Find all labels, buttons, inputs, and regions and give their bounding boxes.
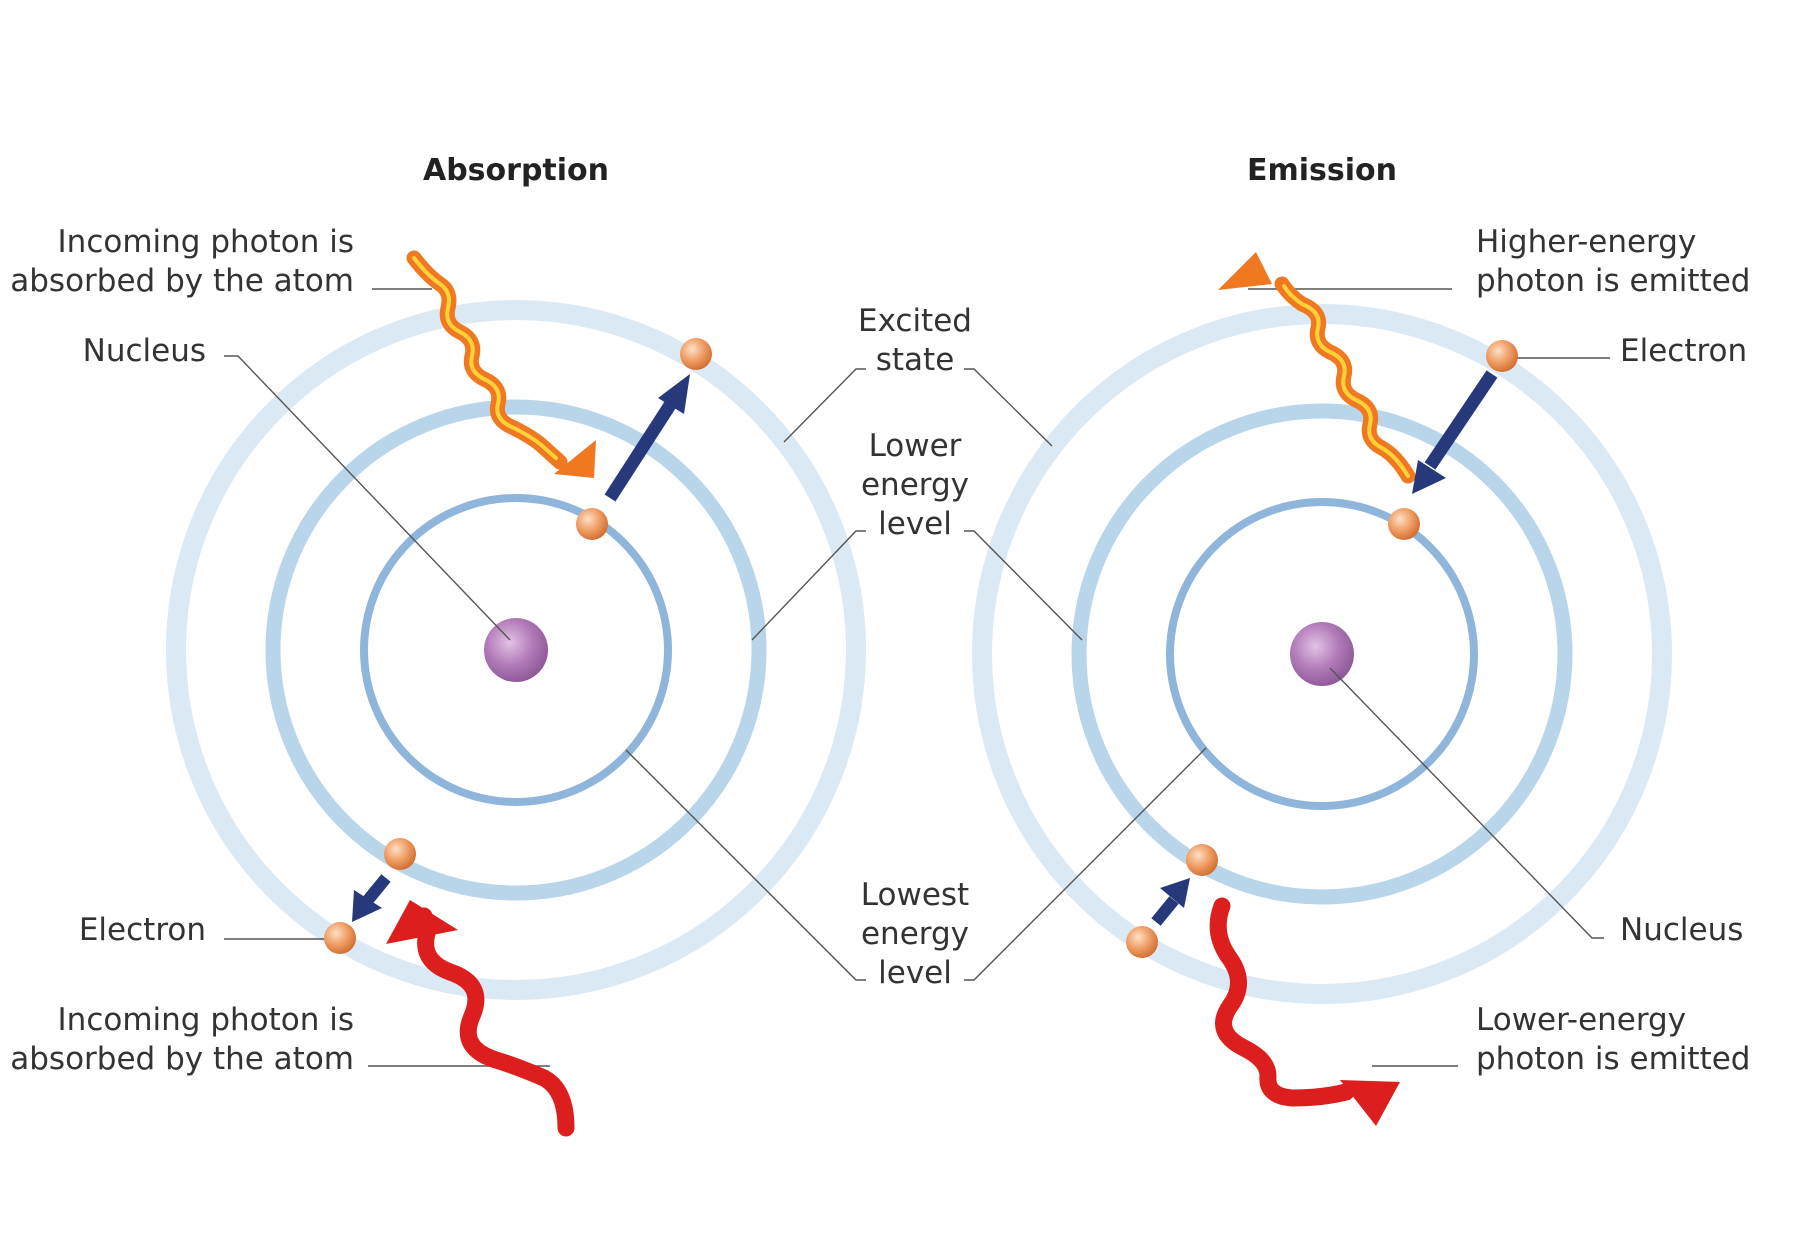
absorption-atom [166,300,866,1000]
absorption-excited-orbit [166,300,866,1000]
emission-transition-arrow-down [1412,370,1498,494]
excited-state-label-line2: state [876,342,955,378]
absorption-photon-low [386,900,575,1137]
leader-excited-left [783,368,866,443]
emission-electron-inner [1186,844,1218,876]
absorption-electron-outer [324,922,356,954]
absorption-lower-orbit [265,399,767,901]
leader-lowest-left [625,749,866,981]
absorption-electron-inner [384,838,416,870]
emi-photon-bottom-label-line1: Lower-energy [1476,1002,1686,1038]
excited-state-label-line1: Excited [858,303,972,339]
absorption-photon-high-wave [406,250,568,470]
leader-lower-right [964,530,1083,641]
emission-title: Emission [1247,153,1397,188]
lowest-energy-label-line1: Lowest [861,877,969,913]
absorption-photon-low-wave [415,907,575,1137]
leader-lower-left [751,530,866,641]
absorption-transition-arrow-up [604,374,690,502]
emission-electron-lower [1388,508,1420,540]
leader-abs-nucleus [224,355,511,641]
absorption-transition-arrow-small [352,874,391,922]
emission-photon-high-head [1218,252,1272,290]
emission-transition-arrow-small [1151,878,1190,926]
absorption-photon-low-head [386,900,458,944]
leader-lines [224,288,1610,1067]
leader-lowest-right [964,747,1207,981]
absorption-electron-lower [576,508,608,540]
emission-electron-excited [1486,340,1518,372]
absorption-nucleus [484,618,548,682]
absorption-photon-high-inner [412,256,558,460]
emission-photon-high [1218,252,1416,484]
emi-nucleus-label: Nucleus [1620,912,1743,948]
lowest-energy-label-line3: level [878,955,952,991]
leader-excited-right [964,368,1053,447]
absorption-lowest-orbit [360,494,672,806]
abs-photon-bottom-label-line1: Incoming photon is [58,1002,354,1038]
emission-nucleus [1290,622,1354,686]
emission-photon-high-inner [1282,284,1410,478]
absorption-electron-excited [680,338,712,370]
lowest-energy-label-line2: energy [861,916,969,952]
emi-photon-top-label-line1: Higher-energy [1476,224,1696,260]
abs-photon-top-label-line2: absorbed by the atom [10,263,354,299]
emission-photon-low-head [1340,1080,1400,1126]
lower-energy-label-line1: Lower [869,428,962,464]
emission-lower-orbit [1071,403,1573,905]
abs-electron-label: Electron [79,912,206,948]
absorption-title: Absorption [423,153,609,188]
emi-photon-bottom-label-line2: photon is emitted [1476,1041,1750,1077]
absorption-photon-high-head [554,440,596,478]
absorption-photon-high [406,250,596,478]
lower-energy-label-line2: energy [861,467,969,503]
emi-electron-label: Electron [1620,333,1747,369]
abs-photon-top-label-line1: Incoming photon is [58,224,354,260]
emission-atom [972,304,1672,1004]
abs-photon-bottom-label-line2: absorbed by the atom [10,1041,354,1077]
emission-electron-outer [1126,926,1158,958]
emission-lowest-orbit [1166,498,1478,810]
emi-photon-top-label-line2: photon is emitted [1476,263,1750,299]
emission-photon-low-render [1209,897,1355,1107]
lower-energy-label-line3: level [878,506,952,542]
leader-emi-nucleus [1329,667,1604,939]
abs-nucleus-label: Nucleus [83,333,206,369]
emission-photon-low [1209,897,1400,1126]
